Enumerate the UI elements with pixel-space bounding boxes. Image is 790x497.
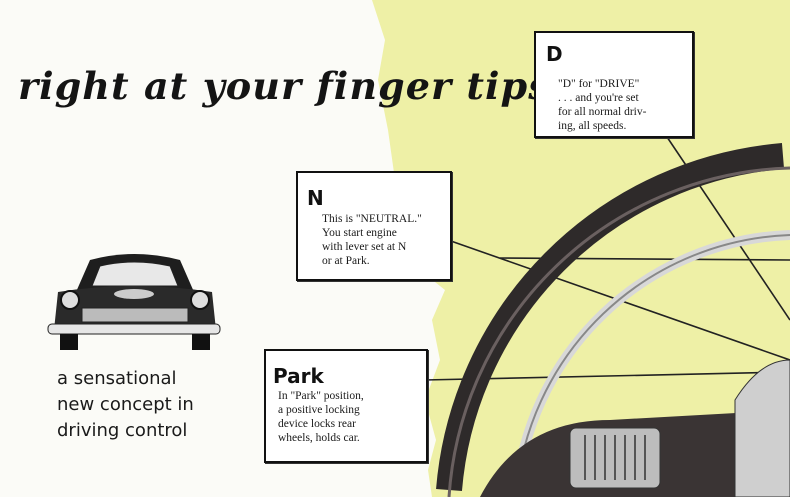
callout-drive: D "D" for "DRIVE" . . . and you're set f…: [534, 31, 694, 138]
car-illustration: [47, 254, 221, 350]
callout-line: This is "NEUTRAL.": [322, 213, 422, 225]
horn-ring-edge: [515, 234, 790, 497]
callout-line: for all normal driv-: [558, 106, 647, 118]
callout-letter: Park: [273, 364, 324, 388]
callout-line: . . . and you're set: [558, 92, 639, 104]
tagline-line: a sensational: [57, 368, 177, 389]
callout-line: or at Park.: [322, 255, 370, 267]
callout-park: Park In "Park" position, a positive lock…: [264, 349, 428, 463]
tagline: a sensational new concept in driving con…: [57, 366, 194, 444]
callout-neutral: N This is "NEUTRAL." You start engine wi…: [296, 171, 452, 281]
callout-letter: D: [546, 42, 563, 66]
callout-line: a positive locking: [278, 404, 360, 416]
callout-line: In "Park" position,: [278, 390, 364, 402]
callout-line: device locks rear: [278, 418, 356, 430]
callout-line: with lever set at N: [322, 241, 407, 253]
tagline-line: new concept in: [57, 394, 194, 415]
callout-text: In "Park" position, a positive locking d…: [278, 389, 364, 445]
callout-line: You start engine: [322, 227, 397, 239]
callout-line: wheels, holds car.: [278, 432, 360, 444]
wheel-rim-highlight: [447, 166, 790, 497]
callout-letter: N: [307, 186, 324, 210]
callout-line: "D" for "DRIVE": [558, 78, 640, 90]
headline: right at your finger tips: [18, 64, 551, 108]
tagline-line: driving control: [57, 420, 188, 441]
callout-text: "D" for "DRIVE" . . . and you're set for…: [558, 77, 646, 133]
steering-wheel: [436, 143, 790, 497]
callout-line: ing, all speeds.: [558, 120, 627, 132]
callout-text: This is "NEUTRAL." You start engine with…: [322, 212, 422, 268]
